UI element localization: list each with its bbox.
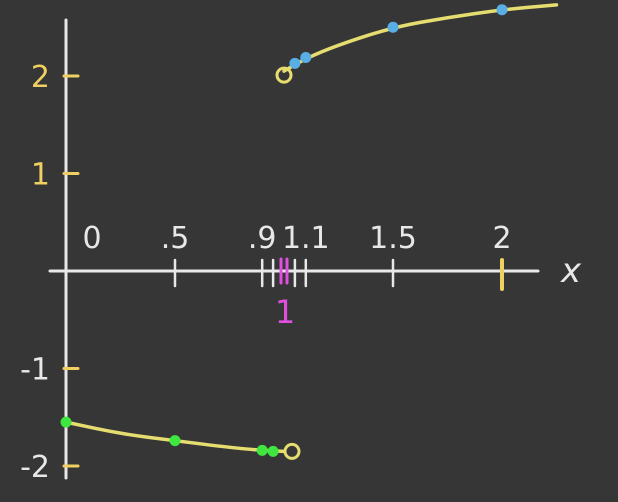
x-tick-label: .9 [248,221,277,256]
data-point [169,435,181,447]
y-tick-label: 2 [31,60,50,95]
tick-marks [62,74,504,468]
data-point [289,57,301,69]
x-axis-label: x [560,251,582,291]
data-point [496,4,508,16]
x-tick-label: 0 [82,221,101,256]
y-tick-label: -2 [20,450,50,485]
open-endpoint-circle [275,66,293,84]
series-group [60,3,559,460]
y-tick-label: -1 [20,353,50,388]
x-tick-label: .5 [161,221,190,256]
data-point [60,416,72,428]
data-point [300,51,312,63]
data-point [387,21,399,33]
x-tick-label: 1.1 [282,221,330,256]
data-point [256,444,268,456]
x-tick-label: 1.5 [369,221,417,256]
x-tick-label: 2 [492,221,511,256]
x-highlight-label: 1 [275,293,295,331]
y-tick-label: 1 [31,158,50,193]
open-endpoint-circle [283,442,301,460]
data-point [267,445,279,457]
series-curve [282,3,559,73]
